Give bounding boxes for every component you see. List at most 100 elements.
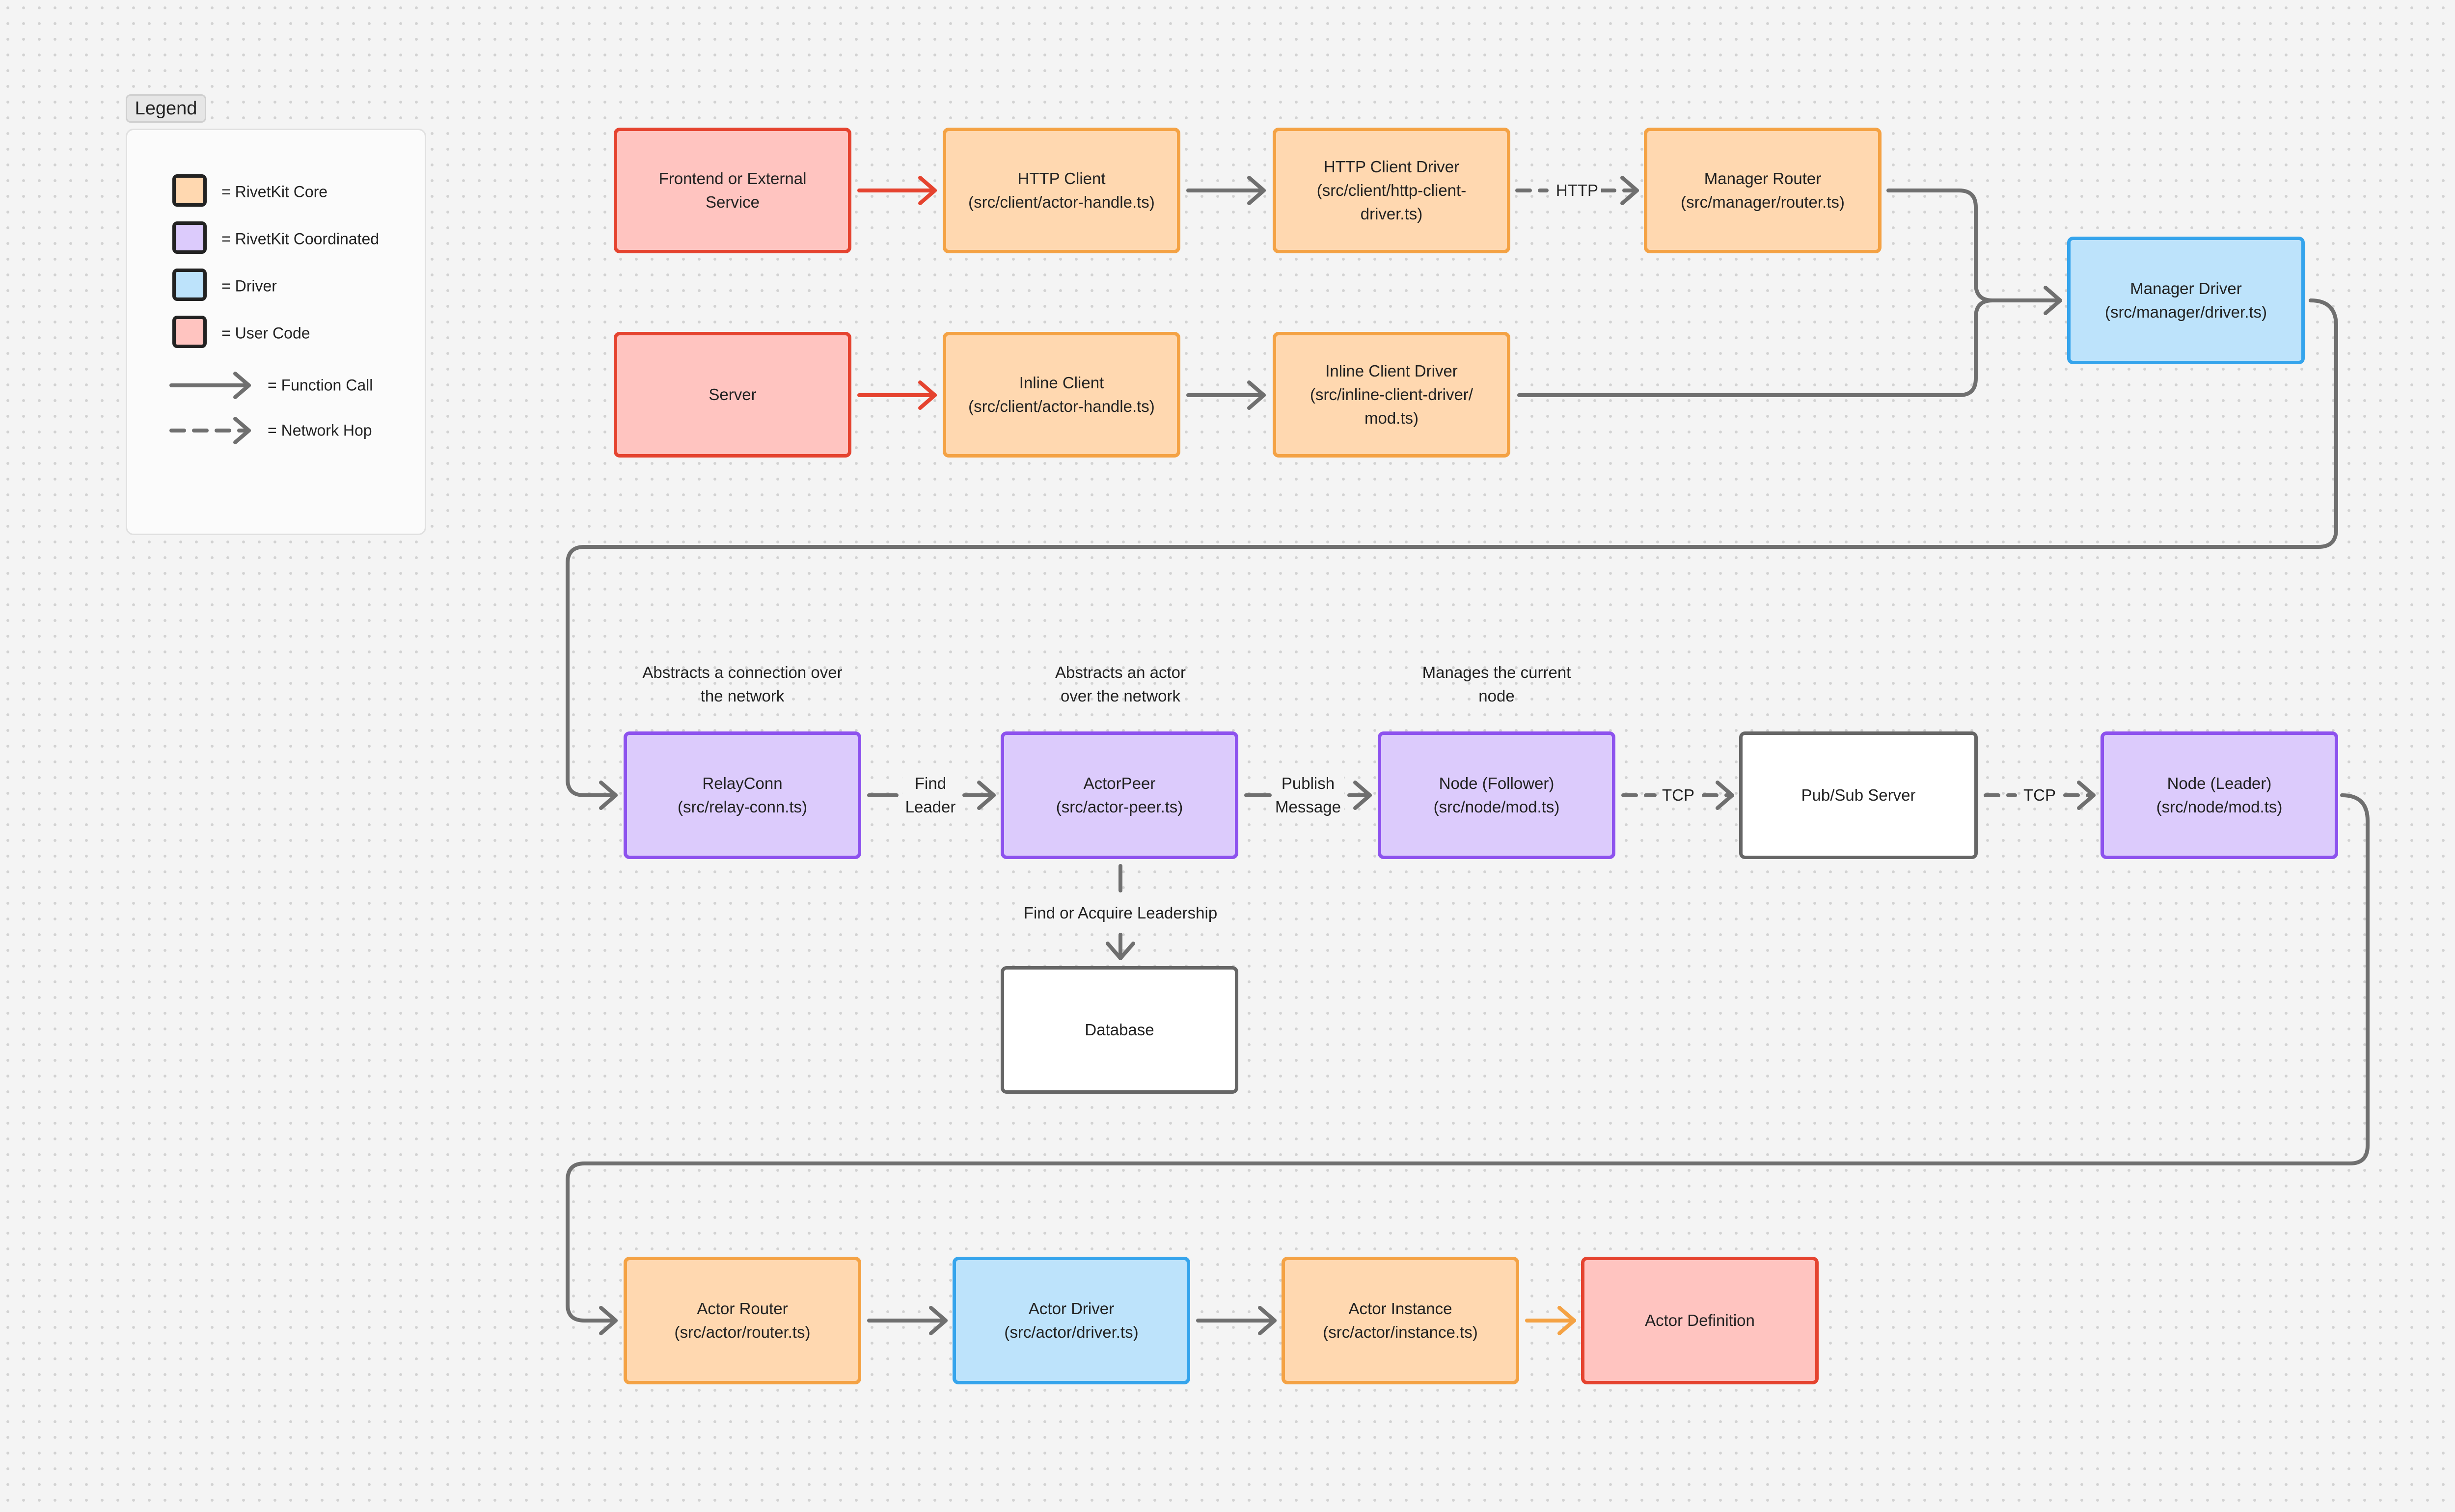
legend-label-network-hop: = Network Hop [268, 421, 372, 439]
edge-label-tcp-2: TCP [2020, 783, 2059, 807]
node-inline-client-driver[interactable]: Inline Client Driver (src/inline-client-… [1273, 332, 1510, 458]
node-manager-router-line-2: (src/manager/router.ts) [1681, 193, 1845, 211]
node-inline-client[interactable]: Inline Client (src/client/actor-handle.t… [943, 332, 1180, 458]
node-follower[interactable]: Node (Follower) (src/node/mod.ts) [1378, 731, 1615, 859]
node-actor-peer[interactable]: ActorPeer (src/actor-peer.ts) [1001, 731, 1238, 859]
node-relay-conn-line-2: (src/relay-conn.ts) [677, 798, 808, 816]
legend-swatch-user-code [172, 316, 207, 348]
node-manager-router-line-1: Manager Router [1704, 169, 1822, 188]
edge-label-publish-message-line-1: Publish [1281, 774, 1335, 793]
node-leader-line-2: (src/node/mod.ts) [2156, 798, 2283, 816]
edge-label-find-leader: Find Leader [902, 772, 959, 819]
edge-inline-driver-to-manager-driver [1517, 298, 1994, 397]
edge-tcp-follower-to-pubsub [1621, 781, 1734, 810]
note-actor-peer: Abstracts an actor over the network [1055, 661, 1186, 708]
node-inline-client-driver-line-3: mod.ts) [1364, 408, 1419, 427]
legend-swatch-core [172, 174, 207, 207]
edge-label-publish-message-line-2: Message [1275, 798, 1341, 816]
node-database-line-1: Database [1085, 1021, 1154, 1039]
node-follower-line-1: Node (Follower) [1439, 774, 1555, 793]
node-actor-driver-line-2: (src/actor/driver.ts) [1004, 1323, 1139, 1341]
edge-find-leader [867, 781, 996, 810]
node-follower-line-2: (src/node/mod.ts) [1433, 798, 1560, 816]
node-server[interactable]: Server [614, 332, 851, 458]
note-actor-peer-line-1: Abstracts an actor [1055, 663, 1186, 681]
node-inline-client-driver-line-1: Inline Client Driver [1325, 362, 1458, 380]
node-actor-peer-line-2: (src/actor-peer.ts) [1056, 798, 1183, 816]
edge-label-find-leader-line-1: Find [914, 774, 947, 793]
node-actor-peer-line-1: ActorPeer [1083, 774, 1156, 793]
node-pubsub-server-line-1: Pub/Sub Server [1801, 786, 1916, 805]
legend-swatch-driver [172, 269, 207, 301]
legend-dashed-arrow-icon [169, 417, 251, 444]
legend-solid-arrow-icon [169, 372, 251, 399]
node-database[interactable]: Database [1001, 966, 1238, 1094]
node-frontend-line-2: Service [705, 193, 760, 211]
legend-label-core: = RivetKit Core [221, 183, 328, 201]
note-actor-peer-line-2: over the network [1061, 686, 1180, 705]
node-frontend[interactable]: Frontend or External Service [614, 128, 851, 253]
edge-label-http: HTTP [1553, 179, 1602, 202]
node-frontend-line-1: Frontend or External [658, 169, 807, 188]
note-relay-conn-line-2: the network [700, 686, 785, 705]
node-actor-router-line-2: (src/actor/router.ts) [674, 1323, 811, 1341]
node-http-client-line-1: HTTP Client [1017, 169, 1106, 188]
edge-label-publish-message: Publish Message [1272, 772, 1344, 819]
edge-server-to-inline-client [857, 380, 937, 410]
node-manager-driver[interactable]: Manager Driver (src/manager/driver.ts) [2067, 237, 2305, 364]
node-actor-router-line-1: Actor Router [697, 1299, 788, 1318]
node-manager-router[interactable]: Manager Router (src/manager/router.ts) [1644, 128, 1882, 253]
edge-manager-driver-to-relay-conn [566, 298, 2338, 810]
legend-label-user-code: = User Code [221, 324, 310, 342]
note-node-follower-line-2: node [1478, 686, 1515, 705]
node-relay-conn-line-1: RelayConn [702, 774, 783, 793]
node-manager-driver-line-2: (src/manager/driver.ts) [2104, 303, 2267, 321]
node-relay-conn[interactable]: RelayConn (src/relay-conn.ts) [624, 731, 861, 859]
note-node-follower: Manages the current node [1422, 661, 1571, 708]
node-pubsub-server[interactable]: Pub/Sub Server [1739, 731, 1978, 859]
node-http-client[interactable]: HTTP Client (src/client/actor-handle.ts) [943, 128, 1180, 253]
edge-label-find-leader-line-2: Leader [905, 798, 956, 816]
node-actor-driver-line-1: Actor Driver [1028, 1299, 1115, 1318]
edge-http-client-to-driver [1186, 176, 1266, 205]
node-actor-driver[interactable]: Actor Driver (src/actor/driver.ts) [953, 1257, 1190, 1384]
node-http-client-driver-line-1: HTTP Client Driver [1323, 158, 1460, 176]
node-actor-definition-line-1: Actor Definition [1645, 1311, 1755, 1330]
legend-swatch-coordinated [172, 221, 207, 254]
node-actor-instance[interactable]: Actor Instance (src/actor/instance.ts) [1282, 1257, 1519, 1384]
legend-label-function-call: = Function Call [268, 376, 373, 394]
node-http-client-driver[interactable]: HTTP Client Driver (src/client/http-clie… [1273, 128, 1510, 253]
node-http-client-line-2: (src/client/actor-handle.ts) [968, 193, 1155, 211]
edge-actor-instance-to-definition [1525, 1306, 1576, 1335]
note-relay-conn-line-1: Abstracts a connection over [642, 663, 843, 681]
edge-label-tcp-1: TCP [1659, 783, 1697, 807]
edge-manager-router-to-manager-driver [1886, 189, 2062, 315]
edge-inline-client-to-driver [1186, 380, 1266, 410]
legend-title: Legend [126, 94, 206, 123]
node-inline-client-driver-line-2: (src/inline-client-driver/ [1310, 385, 1473, 404]
edge-label-find-or-acquire-leadership: Find or Acquire Leadership [1020, 901, 1221, 925]
node-manager-driver-line-1: Manager Driver [2130, 279, 2242, 298]
node-actor-definition[interactable]: Actor Definition [1581, 1257, 1819, 1384]
node-http-client-driver-line-3: driver.ts) [1360, 204, 1423, 223]
node-inline-client-line-1: Inline Client [1019, 374, 1104, 392]
edge-tcp-pubsub-to-leader [1984, 781, 2096, 810]
edge-publish-message [1244, 781, 1372, 810]
node-leader-line-1: Node (Leader) [2167, 774, 2272, 793]
node-actor-router[interactable]: Actor Router (src/actor/router.ts) [624, 1257, 861, 1384]
edge-leader-to-actor-router [566, 793, 2370, 1335]
note-node-follower-line-1: Manages the current [1422, 663, 1571, 681]
edge-actor-router-to-driver [867, 1306, 948, 1335]
edge-find-or-acquire-leadership [1106, 864, 1135, 960]
edge-http-network-hop [1515, 176, 1639, 205]
edge-frontend-to-http-client [857, 176, 937, 205]
node-server-line-1: Server [709, 385, 757, 404]
legend-label-driver: = Driver [221, 277, 277, 295]
node-actor-instance-line-1: Actor Instance [1348, 1299, 1452, 1318]
edge-actor-driver-to-instance [1196, 1306, 1277, 1335]
note-relay-conn: Abstracts a connection over the network [642, 661, 842, 708]
node-leader[interactable]: Node (Leader) (src/node/mod.ts) [2100, 731, 2338, 859]
node-inline-client-line-2: (src/client/actor-handle.ts) [968, 397, 1155, 415]
legend-panel: = RivetKit Core = RivetKit Coordinated =… [126, 129, 426, 535]
